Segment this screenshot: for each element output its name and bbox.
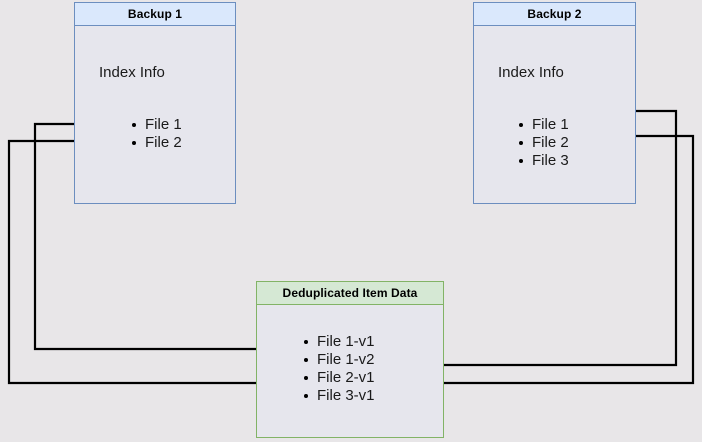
node-backup-2-title: Backup 2: [473, 2, 636, 26]
list-item: File 3: [518, 152, 569, 170]
node-backup-2-subtitle: Index Info: [498, 64, 564, 81]
backup-1-file-list: File 1 File 2: [131, 116, 182, 152]
node-backup-2-body: Index Info File 1 File 2 File 3: [473, 26, 636, 204]
list-item: File 2: [518, 134, 569, 152]
node-dedup-body: File 1-v1 File 1-v2 File 2-v1 File 3-v1: [256, 305, 444, 438]
node-dedup-title: Deduplicated Item Data: [256, 281, 444, 305]
dedup-file-list: File 1-v1 File 1-v2 File 2-v1 File 3-v1: [303, 333, 375, 405]
list-item: File 1: [131, 116, 182, 134]
list-item: File 3-v1: [303, 387, 375, 405]
node-backup-1-subtitle: Index Info: [99, 64, 165, 81]
node-backup-1-body: Index Info File 1 File 2: [74, 26, 236, 204]
list-item: File 1: [518, 116, 569, 134]
list-item: File 1-v1: [303, 333, 375, 351]
list-item: File 2-v1: [303, 369, 375, 387]
list-item: File 2: [131, 134, 182, 152]
node-backup-1-title: Backup 1: [74, 2, 236, 26]
node-backup-2: Backup 2 Index Info File 1 File 2 File 3: [473, 2, 636, 204]
backup-2-file-list: File 1 File 2 File 3: [518, 116, 569, 170]
node-deduplicated-item-data: Deduplicated Item Data File 1-v1 File 1-…: [256, 281, 444, 438]
list-item: File 1-v2: [303, 351, 375, 369]
node-backup-1: Backup 1 Index Info File 1 File 2: [74, 2, 236, 204]
edge-backup2-file2-to-dedup-file2v1: [392, 134, 695, 387]
edge-backup1-file2-to-dedup-file2v1: [7, 139, 303, 387]
